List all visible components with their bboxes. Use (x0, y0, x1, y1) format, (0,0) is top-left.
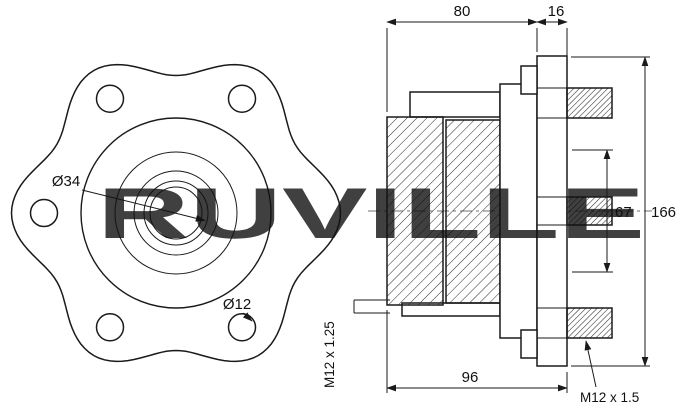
thread-callout-stud: M12 x 1.5 (580, 340, 639, 405)
thread-spec-stud-label: M12 x 1.5 (580, 390, 639, 405)
bolt-hole (227, 313, 257, 342)
bolt-hole (29, 198, 59, 228)
hub-outer-circle (80, 117, 272, 309)
dim-pilot-height: 67 (572, 149, 632, 273)
hub-barrel-section (386, 116, 444, 306)
bore-diameter-leader (81, 189, 206, 222)
dim-flange-offset-label: 16 (548, 3, 565, 20)
brand-watermark: RUVILLE (97, 174, 645, 254)
bolt-hole-diameter-leader (242, 312, 253, 322)
dim-total-depth-label: 96 (462, 369, 479, 386)
dim-pilot-height-label: 67 (615, 204, 632, 221)
bore-circle (143, 180, 209, 246)
wheel-stud-top (566, 87, 613, 119)
pilot-cap-top (520, 65, 538, 95)
flange-hub-body (499, 83, 538, 339)
bolt-hole-diameter-label: Ø12 (223, 296, 251, 313)
pilot-cap-bottom (520, 329, 538, 359)
dim-hub-depth-label: 80 (454, 3, 471, 20)
bore-recess-circle (133, 170, 219, 256)
front-view: Ø34 Ø12 (10, 63, 342, 363)
dim-flange-height-label: 166 (651, 204, 676, 221)
thread-leader (584, 340, 597, 388)
dim-hub-depth: 80 (386, 3, 538, 112)
dim-flange-offset: 16 (536, 3, 568, 84)
bearing-shoulder-top (409, 91, 501, 118)
thread-spec-hub-label: M12 x 1.25 (322, 321, 337, 388)
dimensions: 80 16 67 166 96 (322, 3, 676, 405)
bolt-hole (227, 84, 257, 113)
bolt-hole (95, 313, 125, 342)
side-view (368, 55, 652, 367)
wheel-stud-bottom (566, 307, 613, 339)
flange-plate (536, 55, 568, 367)
dim-total-depth: 96 (386, 310, 568, 393)
dim-flange-height: 166 (571, 56, 676, 367)
bore-diameter-label: Ø34 (52, 173, 80, 190)
bore-chamfer-circle (149, 186, 203, 240)
bolt-hole (95, 84, 125, 113)
bearing-section (445, 119, 501, 304)
bearing-circle (114, 151, 238, 275)
thread-callout-hub: M12 x 1.25 (322, 299, 390, 388)
